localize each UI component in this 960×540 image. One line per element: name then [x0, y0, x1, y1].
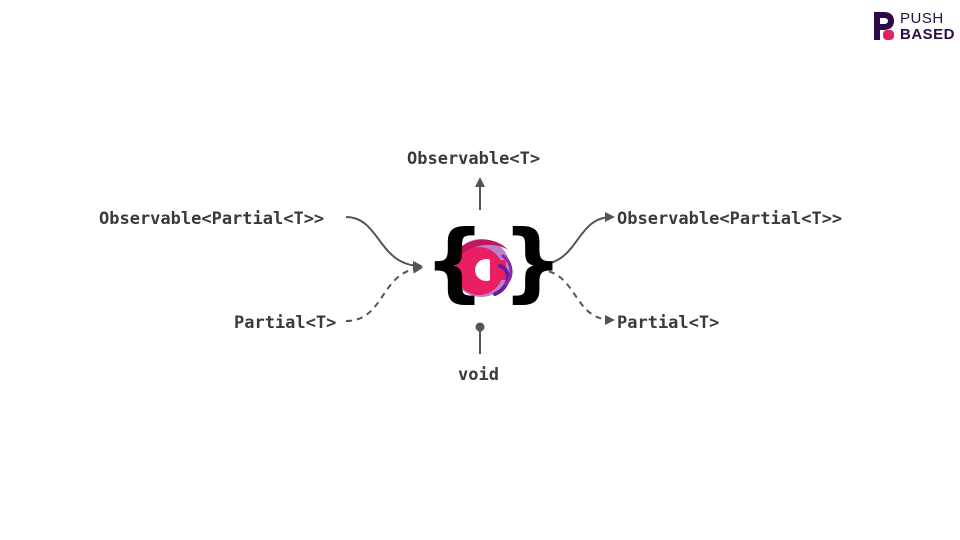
open-brace: {	[424, 212, 486, 312]
push-based-logo-icon	[874, 12, 894, 40]
brand-line-1: PUSH	[900, 10, 944, 27]
arrow-output-observable-partial	[537, 212, 615, 266]
brand-line-2: BASED	[900, 26, 956, 43]
close-brace: }	[502, 212, 564, 312]
input-observable-partial-label: Observable<Partial<T>>	[99, 209, 325, 229]
void-connector-dot	[475, 322, 485, 332]
output-observable-partial-label: Observable<Partial<T>>	[617, 209, 843, 229]
arrow-input-partial	[345, 263, 423, 322]
arrow-output-partial	[537, 269, 615, 325]
input-partial-label: Partial<T>	[234, 313, 337, 333]
void-label: void	[458, 365, 499, 385]
arrow-input-observable-partial	[345, 216, 423, 271]
push-based-logo: PUSH BASED	[872, 10, 960, 44]
rxjs-logo-icon	[452, 239, 513, 297]
output-observable-label: Observable<T>	[407, 149, 541, 169]
output-partial-label: Partial<T>	[617, 313, 720, 333]
